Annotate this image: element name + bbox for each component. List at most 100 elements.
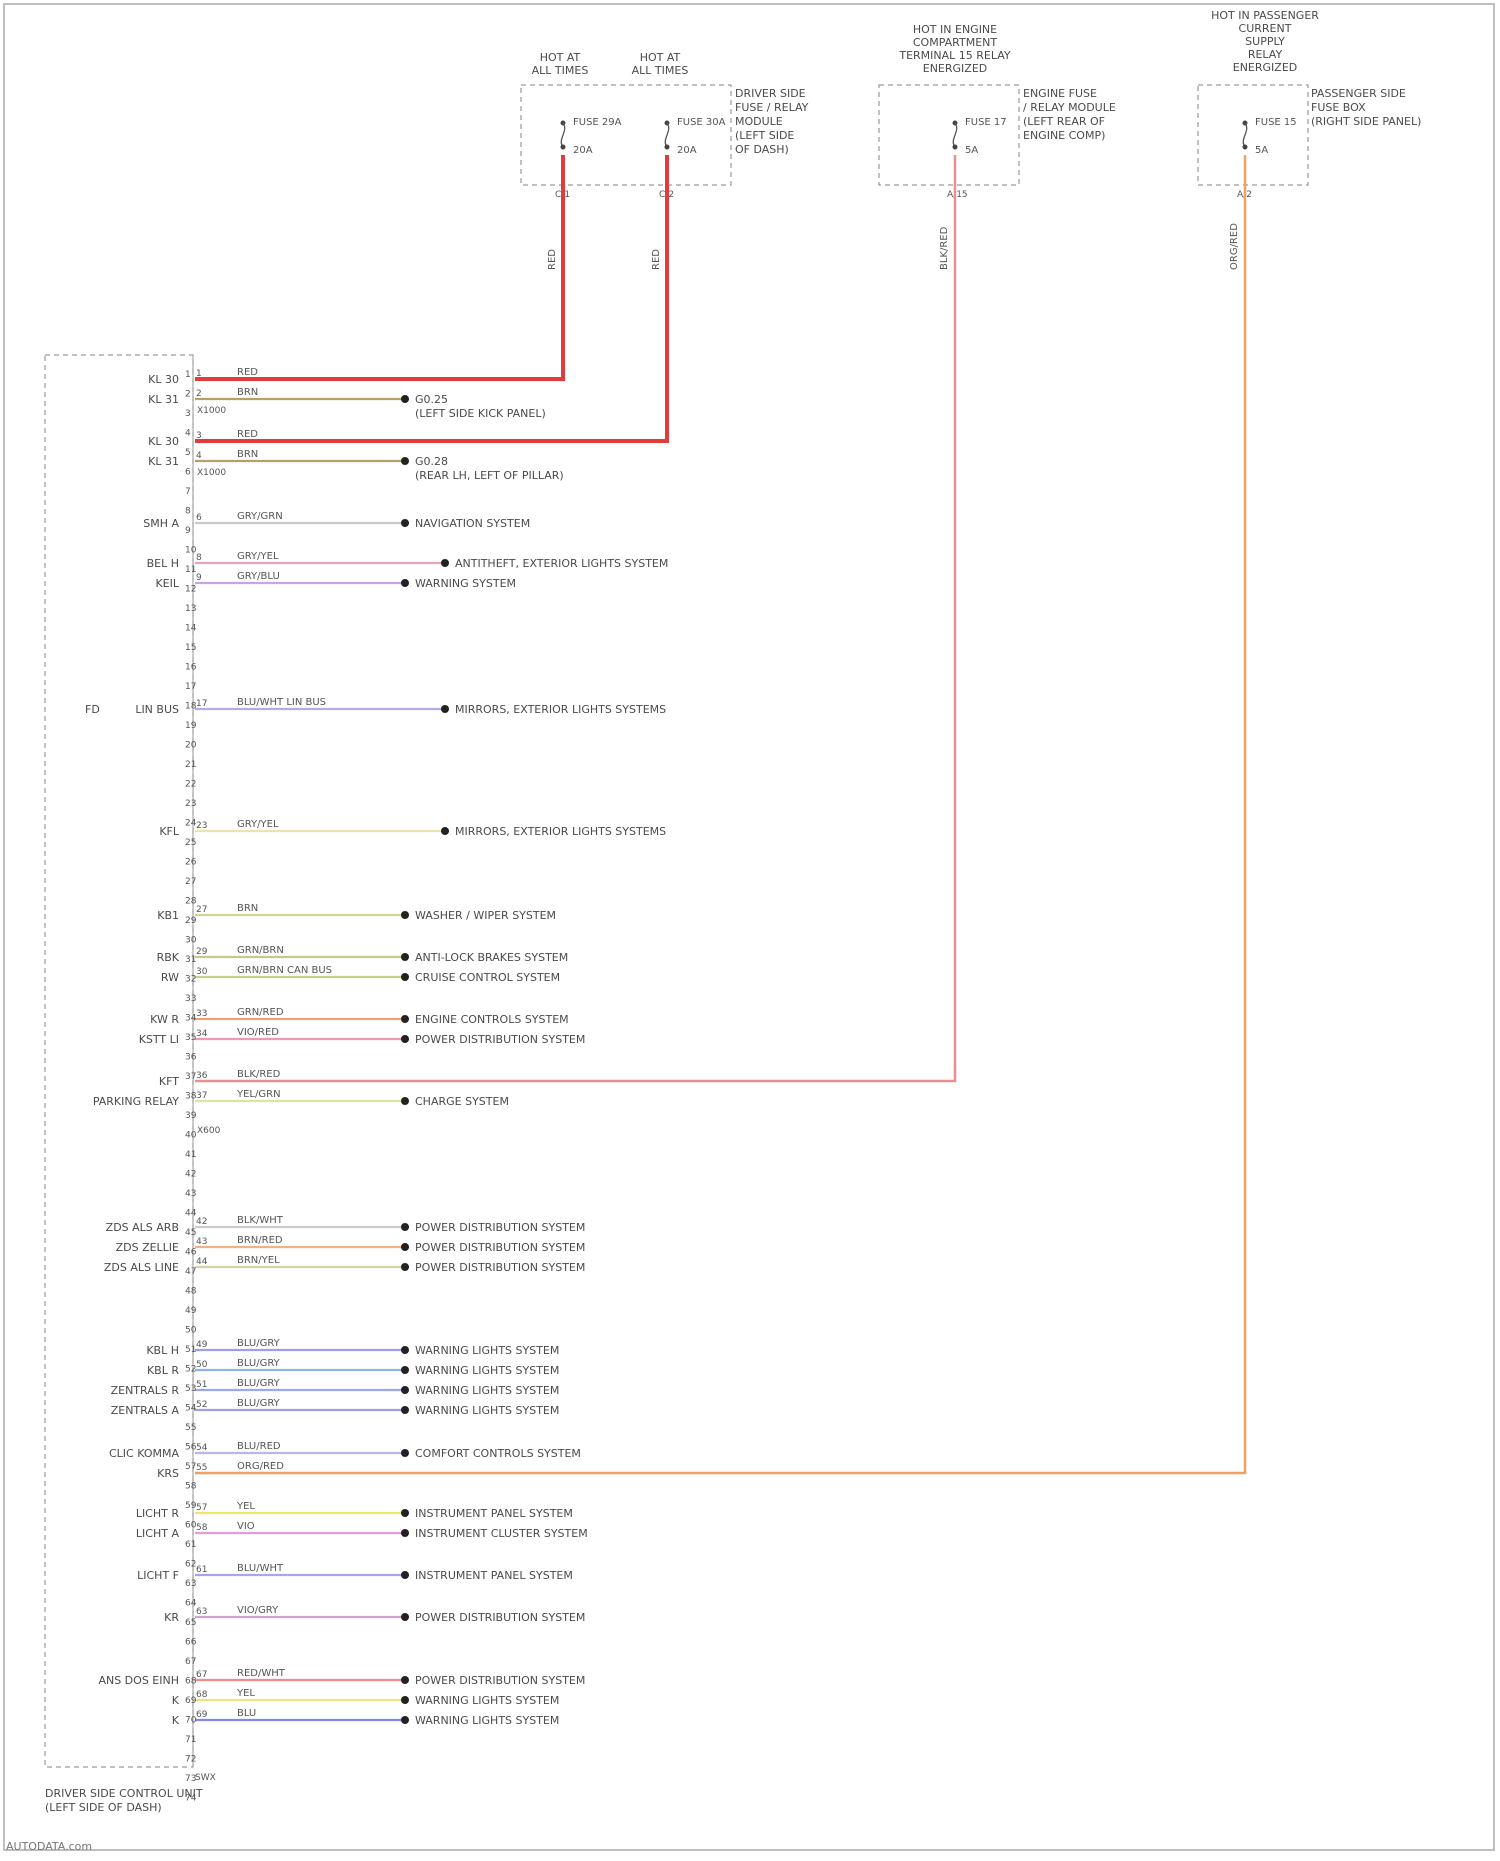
wire-color-label: GRY/BLU bbox=[237, 571, 280, 582]
wire-endpoint bbox=[401, 1243, 409, 1251]
destination-label: WARNING LIGHTS SYSTEM bbox=[415, 1384, 559, 1397]
wire-color-label: YEL bbox=[236, 1501, 255, 1512]
engine-fuse-relay-label: (LEFT REAR OF bbox=[1023, 115, 1105, 128]
pin-number: 20 bbox=[185, 741, 197, 751]
wire-endpoint bbox=[401, 1097, 409, 1105]
destination-label: POWER DISTRIBUTION SYSTEM bbox=[415, 1221, 585, 1234]
pin-label: KFL bbox=[159, 825, 180, 838]
pin-number: 19 bbox=[185, 721, 197, 731]
wire-color-label: RED/WHT bbox=[237, 1668, 286, 1679]
pin-label: LICHT R bbox=[136, 1507, 180, 1520]
destination-label: WARNING LIGHTS SYSTEM bbox=[415, 1714, 559, 1727]
pin-number: 53 bbox=[185, 1384, 196, 1394]
pin-label: ZDS ZELLIE bbox=[116, 1241, 179, 1254]
pin-number: 39 bbox=[185, 1111, 197, 1121]
pin-label: KBL H bbox=[146, 1344, 179, 1357]
wire-endpoint bbox=[401, 1509, 409, 1517]
wire-color-label: BLU/GRY bbox=[237, 1358, 281, 1369]
pin-number: 8 bbox=[185, 507, 191, 517]
driver-fuse-relay-label: MODULE bbox=[735, 115, 783, 128]
destination-label: ANTI-LOCK BRAKES SYSTEM bbox=[415, 951, 568, 964]
pin-number: 27 bbox=[185, 877, 196, 887]
pin-number: 35 bbox=[185, 1033, 196, 1043]
pin-number: 44 bbox=[185, 1209, 197, 1219]
pin-id: 49 bbox=[196, 1340, 208, 1350]
wire-color-label: BLK/WHT bbox=[237, 1215, 284, 1226]
pin-number: 4 bbox=[185, 429, 191, 439]
fuse-header-text: SUPPLY bbox=[1245, 35, 1285, 48]
wire-endpoint bbox=[401, 1716, 409, 1724]
pin-id: 2 bbox=[196, 389, 202, 399]
destination-label: WARNING LIGHTS SYSTEM bbox=[415, 1404, 559, 1417]
connector-end-label: SWX bbox=[195, 1773, 216, 1783]
fuse-header-text: HOT IN ENGINE bbox=[913, 23, 997, 36]
wire-color-label: GRN/RED bbox=[237, 1007, 284, 1018]
pin-number: 5 bbox=[185, 448, 191, 458]
pin-id: 61 bbox=[196, 1565, 207, 1575]
pin-number: 30 bbox=[185, 936, 197, 946]
pin-label: KL 31 bbox=[148, 393, 179, 406]
pin-id: 1 bbox=[196, 369, 202, 379]
pin-id: 43 bbox=[196, 1237, 207, 1247]
fuse-name: FUSE 17 bbox=[965, 117, 1007, 128]
fuse-name: FUSE 15 bbox=[1255, 117, 1297, 128]
pin-label: PARKING RELAY bbox=[93, 1095, 179, 1108]
pin-number: 34 bbox=[185, 1014, 197, 1024]
pin-number: 29 bbox=[185, 916, 197, 926]
destination-label: G0.25 bbox=[415, 393, 448, 406]
fuse-terminal bbox=[665, 145, 670, 150]
pin-id: 34 bbox=[196, 1029, 208, 1039]
pin-id: 6 bbox=[196, 513, 202, 523]
pin-number: 1 bbox=[185, 370, 191, 380]
pin-id: 27 bbox=[196, 905, 207, 915]
pin-number: 24 bbox=[185, 819, 197, 829]
pin-id: 8 bbox=[196, 553, 202, 563]
pin-label: KEIL bbox=[155, 577, 179, 590]
fuse-header-text: ENERGIZED bbox=[1233, 61, 1298, 74]
pin-number: 13 bbox=[185, 604, 196, 614]
passenger-fuse-box-label: FUSE BOX bbox=[1311, 101, 1366, 114]
wire-endpoint bbox=[441, 559, 449, 567]
fuse-header-text: RELAY bbox=[1248, 48, 1283, 61]
pin-number: 57 bbox=[185, 1462, 196, 1472]
vertical-wire-label: RED bbox=[651, 249, 662, 270]
pin-prefix: FD bbox=[85, 703, 100, 716]
watermark-text: AUTODATA.com bbox=[6, 1840, 92, 1853]
fuse-symbol bbox=[561, 123, 564, 147]
pin-id: 44 bbox=[196, 1257, 208, 1267]
engine-fuse-relay-box bbox=[879, 85, 1019, 185]
vertical-wire-label: ORG/RED bbox=[1229, 223, 1240, 270]
wire-endpoint bbox=[401, 953, 409, 961]
pin-label: KL 30 bbox=[148, 373, 179, 386]
pin-label: KL 31 bbox=[148, 455, 179, 468]
destination-label: POWER DISTRIBUTION SYSTEM bbox=[415, 1261, 585, 1274]
fuse-pin: A/15 bbox=[947, 190, 968, 200]
fuse-terminal bbox=[953, 145, 958, 150]
pin-number: 23 bbox=[185, 799, 196, 809]
wire-color-label: RED bbox=[237, 367, 258, 378]
pin-number: 54 bbox=[185, 1404, 197, 1414]
pin-number: 28 bbox=[185, 897, 197, 907]
wire bbox=[195, 155, 563, 379]
wire-color-label: GRN/BRN bbox=[237, 945, 284, 956]
pin-number: 7 bbox=[185, 487, 191, 497]
driver-fuse-relay-box bbox=[521, 85, 731, 185]
destination-label: WASHER / WIPER SYSTEM bbox=[415, 909, 556, 922]
engine-fuse-relay-label: ENGINE COMP) bbox=[1023, 129, 1105, 142]
pin-number: 33 bbox=[185, 994, 196, 1004]
wire-endpoint bbox=[401, 1529, 409, 1537]
pin-label: K bbox=[172, 1694, 180, 1707]
pin-id: 57 bbox=[196, 1503, 207, 1513]
driver-fuse-relay-label: DRIVER SIDE bbox=[735, 87, 806, 100]
wire-color-label: YEL bbox=[236, 1688, 255, 1699]
wire-endpoint bbox=[401, 1386, 409, 1394]
wire-color-label: ORG/RED bbox=[237, 1461, 284, 1472]
pin-label: RW bbox=[161, 971, 179, 984]
pin-label: ZENTRALS R bbox=[111, 1384, 180, 1397]
pin-number: 74 bbox=[185, 1794, 197, 1804]
wire-endpoint bbox=[401, 1449, 409, 1457]
pin-label: CLIC KOMMA bbox=[109, 1447, 179, 1460]
fuse-header-text: COMPARTMENT bbox=[913, 36, 998, 49]
fuse-header-text: HOT AT bbox=[540, 51, 581, 64]
